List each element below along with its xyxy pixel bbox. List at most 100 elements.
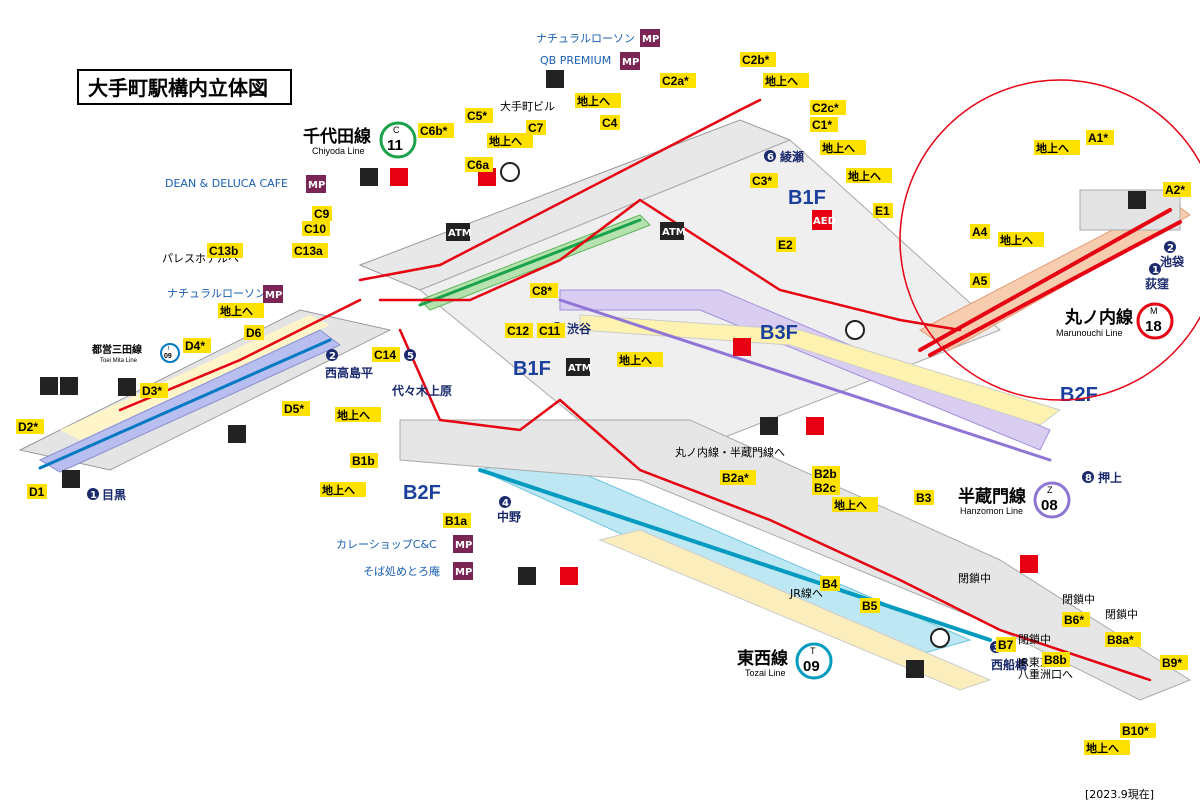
exit-c2c-star: C2c* — [810, 100, 846, 115]
to-ground-label: 地上へ — [320, 482, 366, 497]
exit-b2c: B2c — [812, 480, 840, 495]
to-ground-label: 地上へ — [335, 407, 381, 422]
railway-lines — [38, 98, 1182, 682]
exit-b1b: B1b — [350, 453, 378, 468]
exit-label: B10* — [1122, 724, 1149, 738]
exit-label: C6b* — [420, 124, 448, 138]
exit-b5: B5 — [860, 598, 880, 613]
svg-text:半蔵門線: 半蔵門線 — [958, 486, 1026, 507]
exit-e1: E1 — [873, 203, 893, 218]
direction-nakano: 4中野 — [497, 496, 521, 524]
label-closed-3: 閉鎖中 — [1105, 607, 1138, 621]
exit-a1-star: A1* — [1086, 130, 1114, 145]
direction-ikebukuro: 2池袋 — [1160, 241, 1185, 269]
exit-e2: E2 — [776, 237, 796, 252]
exit-c4: C4 — [600, 115, 620, 130]
restroom-icon — [40, 377, 58, 395]
exit-label: B5 — [862, 599, 878, 613]
floor-b1f-left: B1F — [513, 358, 551, 380]
to-ground-label: 地上へ — [1084, 740, 1130, 755]
exit-label: C8* — [532, 284, 552, 298]
line-mita-badge: 都営三田線 Toei Mita Line I 09 — [91, 343, 180, 364]
svg-text:2: 2 — [329, 351, 336, 362]
svg-text:丸ノ内線: 丸ノ内線 — [1064, 307, 1133, 328]
amenity-icons: ATM ATM ATM AED — [40, 70, 1146, 678]
to-ground-label: 地上へ — [763, 73, 809, 88]
exit-a2-star: A2* — [1163, 182, 1191, 197]
restroom-icon — [1020, 555, 1038, 573]
line-tozai-badge: 東西線 Tozai Line T 09 — [737, 642, 833, 680]
exit-b2a-star: B2a* — [720, 470, 756, 485]
exit-label: C12 — [507, 324, 529, 338]
label-closed-1: 閉鎖中 — [958, 571, 991, 585]
exit-b3: B3 — [914, 490, 934, 505]
svg-text:西船橋: 西船橋 — [991, 657, 1028, 672]
shop-curry: カレーショップC&C — [336, 538, 437, 551]
exit-c7: C7 — [526, 120, 546, 135]
exit-label: D1 — [29, 485, 45, 499]
exit-c2b-star: C2b* — [740, 52, 776, 67]
exit-b8a-star: B8a* — [1105, 632, 1141, 647]
to-ground-label: 地上へ — [846, 168, 892, 183]
exit-a5: A5 — [970, 273, 990, 288]
title-box: 大手町駅構内立体図 — [77, 69, 292, 105]
floor-b2f-left: B2F — [403, 482, 441, 504]
svg-text:Hanzomon Line: Hanzomon Line — [960, 506, 1023, 516]
svg-text:MP: MP — [622, 57, 639, 68]
exit-label: D5* — [284, 402, 304, 416]
svg-text:地上へ: 地上へ — [577, 94, 610, 108]
restroom-icon — [478, 168, 496, 186]
elevator-icon — [360, 168, 378, 186]
svg-text:18: 18 — [1145, 318, 1162, 335]
svg-text:2: 2 — [1167, 243, 1174, 254]
exit-label: C5* — [467, 109, 487, 123]
svg-text:千代田線: 千代田線 — [303, 126, 371, 147]
exit-d1: D1 — [27, 484, 47, 499]
mita-line-track — [38, 338, 332, 470]
info-icon — [930, 628, 950, 648]
exit-b10-star: B10* — [1120, 723, 1156, 738]
exit-c3-star: C3* — [750, 173, 778, 188]
floor-b1f-top: B1F — [788, 187, 826, 209]
label-jr-line: JR線へ — [789, 586, 823, 600]
exit-label: A4 — [972, 225, 988, 239]
exit-label: B6* — [1064, 613, 1084, 627]
svg-text:地上へ: 地上へ — [619, 353, 652, 367]
exit-b9-star: B9* — [1160, 655, 1188, 670]
exit-label: E1 — [875, 204, 890, 218]
svg-text:I: I — [168, 346, 169, 352]
svg-text:08: 08 — [1041, 497, 1058, 514]
svg-text:荻窪: 荻窪 — [1145, 276, 1169, 291]
locker-icon — [1128, 191, 1146, 209]
exit-label: B8b — [1044, 653, 1067, 667]
floor-b2f-right: B2F — [1060, 384, 1098, 406]
floor-labels: B1F B1F B2F B2F B3F — [403, 187, 1098, 504]
exit-d2-star: D2* — [16, 419, 44, 434]
exit-label: C6a — [467, 158, 489, 172]
exit-label: C13b — [209, 244, 238, 258]
exit-label: E2 — [778, 238, 793, 252]
exit-d3-star: D3* — [140, 383, 168, 398]
svg-text:地上へ: 地上へ — [322, 483, 355, 497]
label-closed-4: 閉鎖中 — [1018, 632, 1051, 646]
atm-icon — [446, 223, 470, 241]
svg-text:地上へ: 地上へ — [765, 74, 798, 88]
exit-label: C7 — [528, 121, 544, 135]
exit-label: D6 — [246, 326, 262, 340]
transfer-route — [358, 98, 762, 282]
exit-label: B8a* — [1107, 633, 1134, 647]
svg-text:地上へ: 地上へ — [1086, 741, 1119, 755]
exit-b1a: B1a — [443, 513, 471, 528]
elevator-icon — [518, 567, 536, 585]
to-ground-label: 地上へ — [617, 352, 663, 367]
shop-natural-lawson-top: ナチュラルローソン — [536, 32, 635, 45]
svg-text:MP: MP — [455, 567, 472, 578]
line-marunouchi-badge: 丸ノ内線 Marunouchi Line M 18 — [1056, 302, 1174, 340]
svg-text:西高島平: 西高島平 — [325, 365, 373, 380]
svg-text:地上へ: 地上へ — [1036, 141, 1069, 155]
chiyoda-line-track — [418, 218, 642, 307]
svg-text:地上へ: 地上へ — [822, 141, 855, 155]
exit-label: C2b* — [742, 53, 770, 67]
